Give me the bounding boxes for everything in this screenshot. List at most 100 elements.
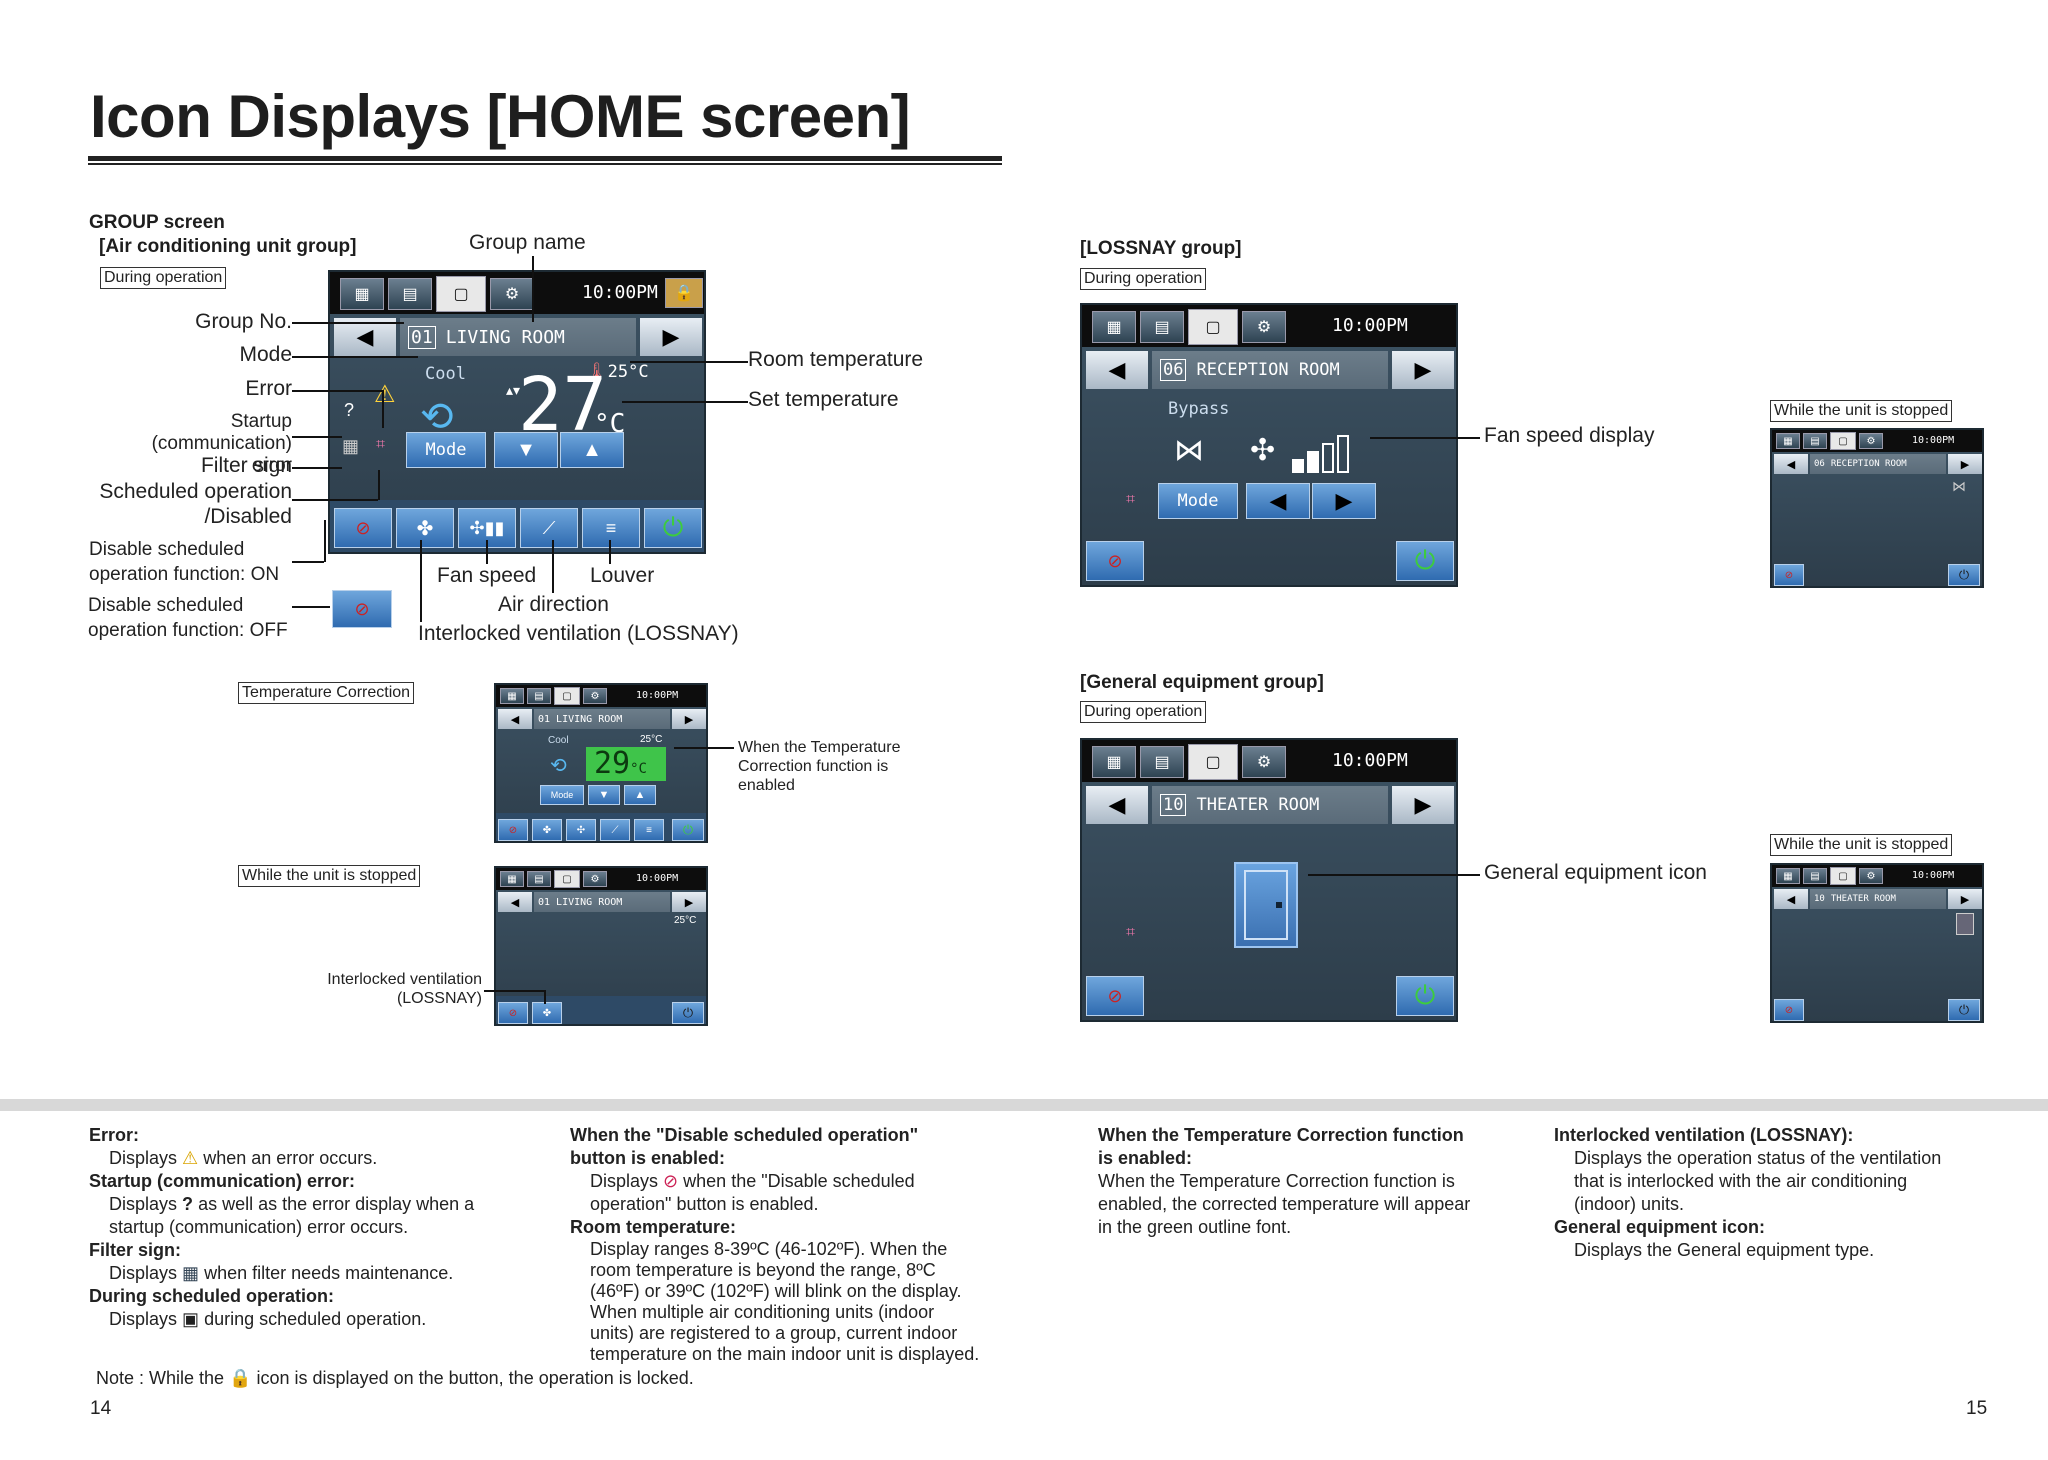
settings-tab-icon[interactable]: ⚙ [583,871,607,887]
power-button[interactable]: ⏻ [672,1002,704,1024]
power-button[interactable]: ⏻ [1396,976,1454,1016]
list-tab-icon[interactable]: ▤ [527,871,551,887]
title-rule [88,156,1002,161]
lossnay-button[interactable]: ✤ [532,819,562,841]
fan-speed-button[interactable]: ✣▮▮ [458,508,516,548]
power-button[interactable]: ⏻ [672,819,704,841]
air-direction-button[interactable]: ⟋ [600,819,630,841]
disable-schedule-button[interactable]: ⊘ [498,819,528,841]
grid-tab-icon[interactable]: ▦ [1776,433,1800,449]
clock: 10:00PM [1332,315,1408,336]
disable-schedule-button[interactable]: ⊘ [498,1002,528,1024]
power-button[interactable]: ⏻ [1396,541,1454,581]
list-tab-icon[interactable]: ▤ [1140,746,1184,778]
clock: 10:00PM [582,282,658,303]
prev-group-button[interactable]: ◀ [1086,351,1148,389]
power-button[interactable]: ⏻ [1948,564,1980,586]
prev-group-button[interactable]: ◀ [1774,889,1808,909]
power-button[interactable]: ⏻ [1948,999,1980,1021]
interlocked-ventilation-label: Interlocked ventilation (LOSSNAY) [418,622,739,645]
warning-icon: ⚠ [182,1148,199,1168]
disable-schedule-button[interactable]: ⊘ [334,508,392,548]
air-direction-button[interactable]: ⟋ [520,508,578,548]
grid-tab-icon[interactable]: ▦ [1092,311,1136,343]
list-tab-icon[interactable]: ▤ [527,688,551,704]
startup-error-label: Startup (communication)error [151,411,292,476]
next-group-button[interactable]: ▶ [1948,454,1982,474]
disable-schedule-button[interactable]: ⊘ [1774,564,1804,586]
single-tab-icon[interactable]: ▢ [554,687,580,705]
settings-tab-icon[interactable]: ⚙ [1242,311,1286,343]
error-label: Error [245,377,292,400]
prev-group-button[interactable]: ◀ [334,318,396,356]
single-tab-icon[interactable]: ▢ [436,276,486,312]
next-group-button[interactable]: ▶ [1392,786,1454,824]
next-group-button[interactable]: ▶ [1948,889,1982,909]
general-stopped-box: While the unit is stopped [1770,834,1953,856]
fan-up-button[interactable]: ▶ [1312,483,1376,519]
prev-group-button[interactable]: ◀ [498,709,532,729]
next-group-button[interactable]: ▶ [640,318,702,356]
settings-tab-icon[interactable]: ⚙ [1859,868,1883,884]
stopped-lossnay-label: Interlocked ventilation(LOSSNAY) [327,971,482,1007]
list-tab-icon[interactable]: ▤ [388,278,432,310]
grid-tab-icon[interactable]: ▦ [1092,746,1136,778]
grid-tab-icon[interactable]: ▦ [500,688,524,704]
list-tab-icon[interactable]: ▤ [1803,433,1827,449]
power-button[interactable]: ⏻ [644,508,702,548]
settings-tab-icon[interactable]: ⚙ [583,688,607,704]
group-name-bar: 01 LIVING ROOM [534,892,670,912]
next-group-button[interactable]: ▶ [672,892,706,912]
general-during-box: During operation [1080,701,1207,723]
fan-speed-label: Fan speed [437,564,537,587]
lock-icon: 🔒 [229,1368,252,1388]
settings-tab-icon[interactable]: ⚙ [1859,433,1883,449]
lossnay-during-box: During operation [1080,268,1207,290]
group-name-bar: 06 RECEPTION ROOM [1810,454,1946,474]
temp-down-button[interactable]: ▼ [588,785,620,805]
general-heading: [General equipment group] [1080,672,1324,693]
lossnay-button[interactable]: ✤ [396,508,454,548]
settings-tab-icon[interactable]: ⚙ [490,278,534,310]
disable-schedule-button[interactable]: ⊘ [1086,541,1144,581]
list-tab-icon[interactable]: ▤ [1803,868,1827,884]
disable-schedule-button[interactable]: ⊘ [1774,999,1804,1021]
louver-button[interactable]: ≡ [634,819,664,841]
mode-button[interactable]: Mode [406,432,486,468]
temp-up-button[interactable]: ▲ [624,785,656,805]
disable-off-button[interactable]: ⊘ [332,590,392,628]
temp-up-button[interactable]: ▲ [560,432,624,468]
lossnay-button[interactable]: ✤ [532,1002,562,1024]
grid-tab-icon[interactable]: ▦ [1776,868,1800,884]
grid-tab-icon[interactable]: ▦ [340,278,384,310]
fan-down-button[interactable]: ◀ [1246,483,1310,519]
lossnay-heading: [LOSSNAY group] [1080,238,1242,259]
mode-button[interactable]: Mode [1158,483,1238,519]
single-tab-icon[interactable]: ▢ [1830,867,1856,885]
grid-tab-icon[interactable]: ▦ [500,871,524,887]
single-tab-icon[interactable]: ▢ [1188,309,1238,345]
title-rule-thin [88,163,1002,165]
prev-group-button[interactable]: ◀ [498,892,532,912]
scheduled-operation-icon: ⌗ [1126,491,1136,508]
group-number: 01 [538,896,551,908]
single-tab-icon[interactable]: ▢ [1188,744,1238,780]
next-group-button[interactable]: ▶ [1392,351,1454,389]
disable-schedule-button[interactable]: ⊘ [1086,976,1144,1016]
prev-group-button[interactable]: ◀ [1086,786,1148,824]
louver-button[interactable]: ≡ [582,508,640,548]
next-group-button[interactable]: ▶ [672,709,706,729]
fan-speed-button[interactable]: ✣ [566,819,596,841]
single-tab-icon[interactable]: ▢ [1830,432,1856,450]
single-tab-icon[interactable]: ▢ [554,870,580,888]
mode-button[interactable]: Mode [540,785,584,805]
settings-tab-icon[interactable]: ⚙ [1242,746,1286,778]
filter-icon: ▦ [182,1263,200,1283]
group-name-label: Group name [469,231,586,254]
tc-screen: ▦ ▤ ▢ ⚙ 10:00PM ◀ 01 LIVING ROOM ▶ Cool … [494,683,708,843]
general-screen: ▦ ▤ ▢ ⚙ 10:00PM ◀ 10 THEATER ROOM ▶ ⌗ ⊘ … [1080,738,1458,1022]
prev-group-button[interactable]: ◀ [1774,454,1808,474]
temp-down-button[interactable]: ▼ [494,432,558,468]
list-tab-icon[interactable]: ▤ [1140,311,1184,343]
